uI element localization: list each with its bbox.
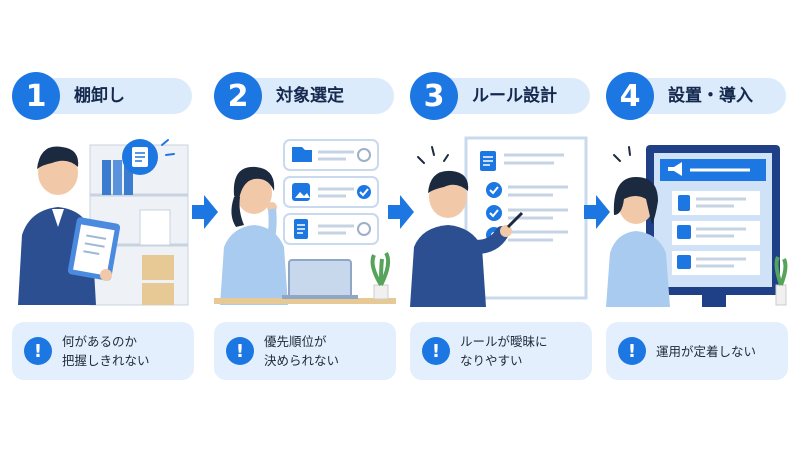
- step-title: 設置・導入: [668, 86, 753, 106]
- arrow-right-icon: [584, 195, 610, 229]
- step-header: 1 棚卸し: [12, 72, 194, 120]
- problem-text: 優先順位が 決められない: [264, 334, 340, 368]
- step-header: 2 対象選定: [214, 72, 396, 120]
- problem-text: ルールが曖昧に なりやすい: [460, 334, 548, 368]
- step-title: 対象選定: [276, 86, 344, 106]
- arrow-right-icon: [192, 195, 218, 229]
- exclamation-icon: !: [618, 337, 646, 365]
- step-number: 4: [606, 72, 654, 120]
- problem-text: 何があるのか 把握しきれない: [62, 334, 150, 368]
- problem-box: ! 優先順位が 決められない: [214, 322, 396, 380]
- problem-box: ! 運用が定着しない: [606, 322, 788, 380]
- step-2: 2 対象選定: [214, 0, 396, 450]
- step-header: 3 ルール設計: [410, 72, 592, 120]
- exclamation-icon: !: [24, 337, 52, 365]
- person-thinking-illustration: [214, 135, 396, 310]
- step-title: ルール設計: [472, 86, 557, 106]
- step-3: 3 ルール設計 ! ルー: [410, 0, 592, 450]
- problem-box: ! ルールが曖昧に なりやすい: [410, 322, 592, 380]
- step-number: 2: [214, 72, 262, 120]
- step-1: 1 棚卸し: [12, 0, 194, 450]
- person-pointing-at-board-illustration: [410, 135, 592, 310]
- person-viewing-signage-illustration: [606, 135, 788, 310]
- step-number: 1: [12, 72, 60, 120]
- step-number: 3: [410, 72, 458, 120]
- arrow-right-icon: [388, 195, 414, 229]
- step-4: 4 設置・導入: [606, 0, 788, 450]
- problem-box: ! 何があるのか 把握しきれない: [12, 322, 194, 380]
- person-with-clipboard-illustration: [12, 135, 194, 310]
- step-title: 棚卸し: [74, 86, 125, 106]
- step-header: 4 設置・導入: [606, 72, 788, 120]
- problem-text: 運用が定着しない: [656, 343, 757, 359]
- exclamation-icon: !: [422, 337, 450, 365]
- exclamation-icon: !: [226, 337, 254, 365]
